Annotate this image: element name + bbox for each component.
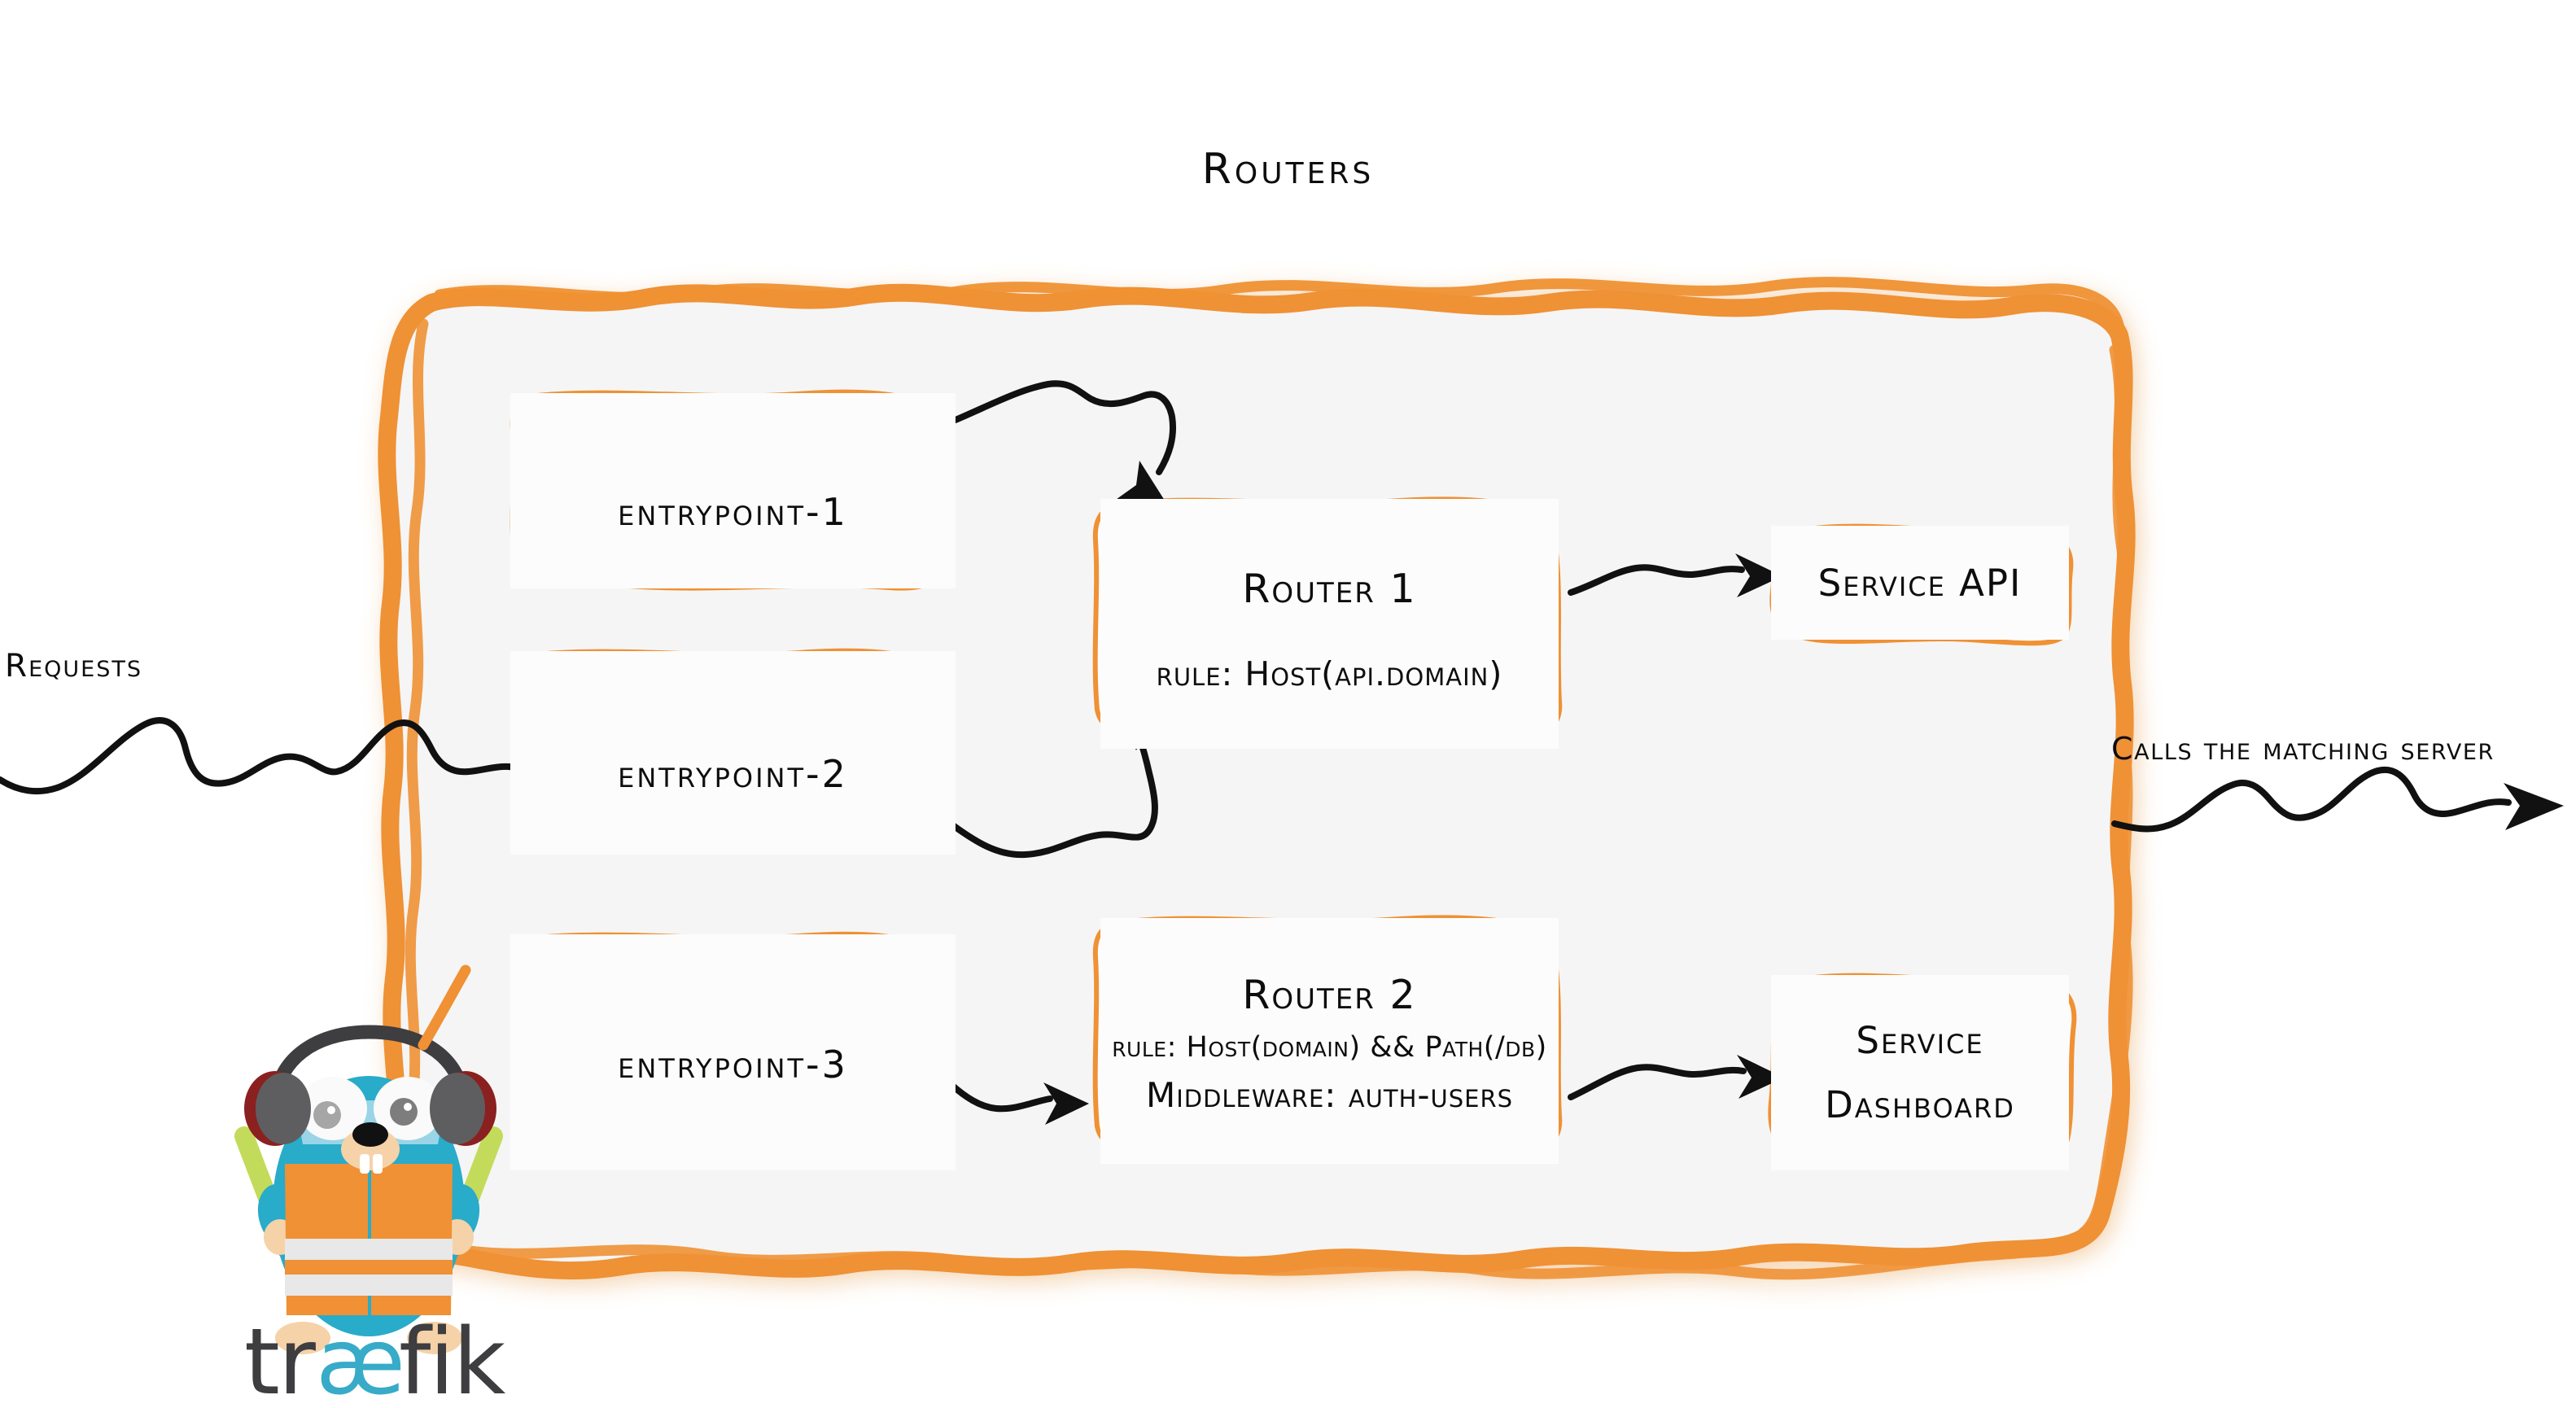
- entrypoint-3-node[interactable]: entrypoint-3: [510, 934, 956, 1170]
- service-api-label: Service API: [1817, 561, 2023, 605]
- entrypoint-3-label: entrypoint-3: [618, 1043, 848, 1087]
- router-2-title: Router 2: [1242, 972, 1417, 1018]
- service-dashboard-node[interactable]: Service Dashboard: [1771, 975, 2069, 1170]
- requests-label: Requests: [5, 648, 143, 684]
- router-2-rule: rule: Host(domain) && Path(/db): [1112, 1031, 1547, 1064]
- router-1-rule: rule: Host(api.domain): [1156, 654, 1503, 693]
- entrypoint-2-label: entrypoint-2: [618, 752, 848, 796]
- router-2-middleware: Middleware: auth-users: [1145, 1075, 1514, 1115]
- calls-matching-server-label: Calls the matching server: [2111, 731, 2495, 767]
- entrypoint-1-label: entrypoint-1: [618, 490, 848, 534]
- router-2-node[interactable]: Router 2 rule: Host(domain) && Path(/db)…: [1100, 918, 1559, 1164]
- entrypoint-2-node[interactable]: entrypoint-2: [510, 651, 956, 855]
- service-dashboard-label-line1: Service: [1856, 1019, 1984, 1062]
- service-api-node[interactable]: Service API: [1771, 526, 2069, 640]
- router-1-title: Router 1: [1242, 566, 1417, 612]
- service-dashboard-label-line2: Dashboard: [1825, 1083, 2015, 1126]
- router-1-node[interactable]: Router 1 rule: Host(api.domain): [1100, 499, 1559, 749]
- page-title: Routers: [1201, 145, 1375, 194]
- entrypoint-1-node[interactable]: entrypoint-1: [510, 393, 956, 588]
